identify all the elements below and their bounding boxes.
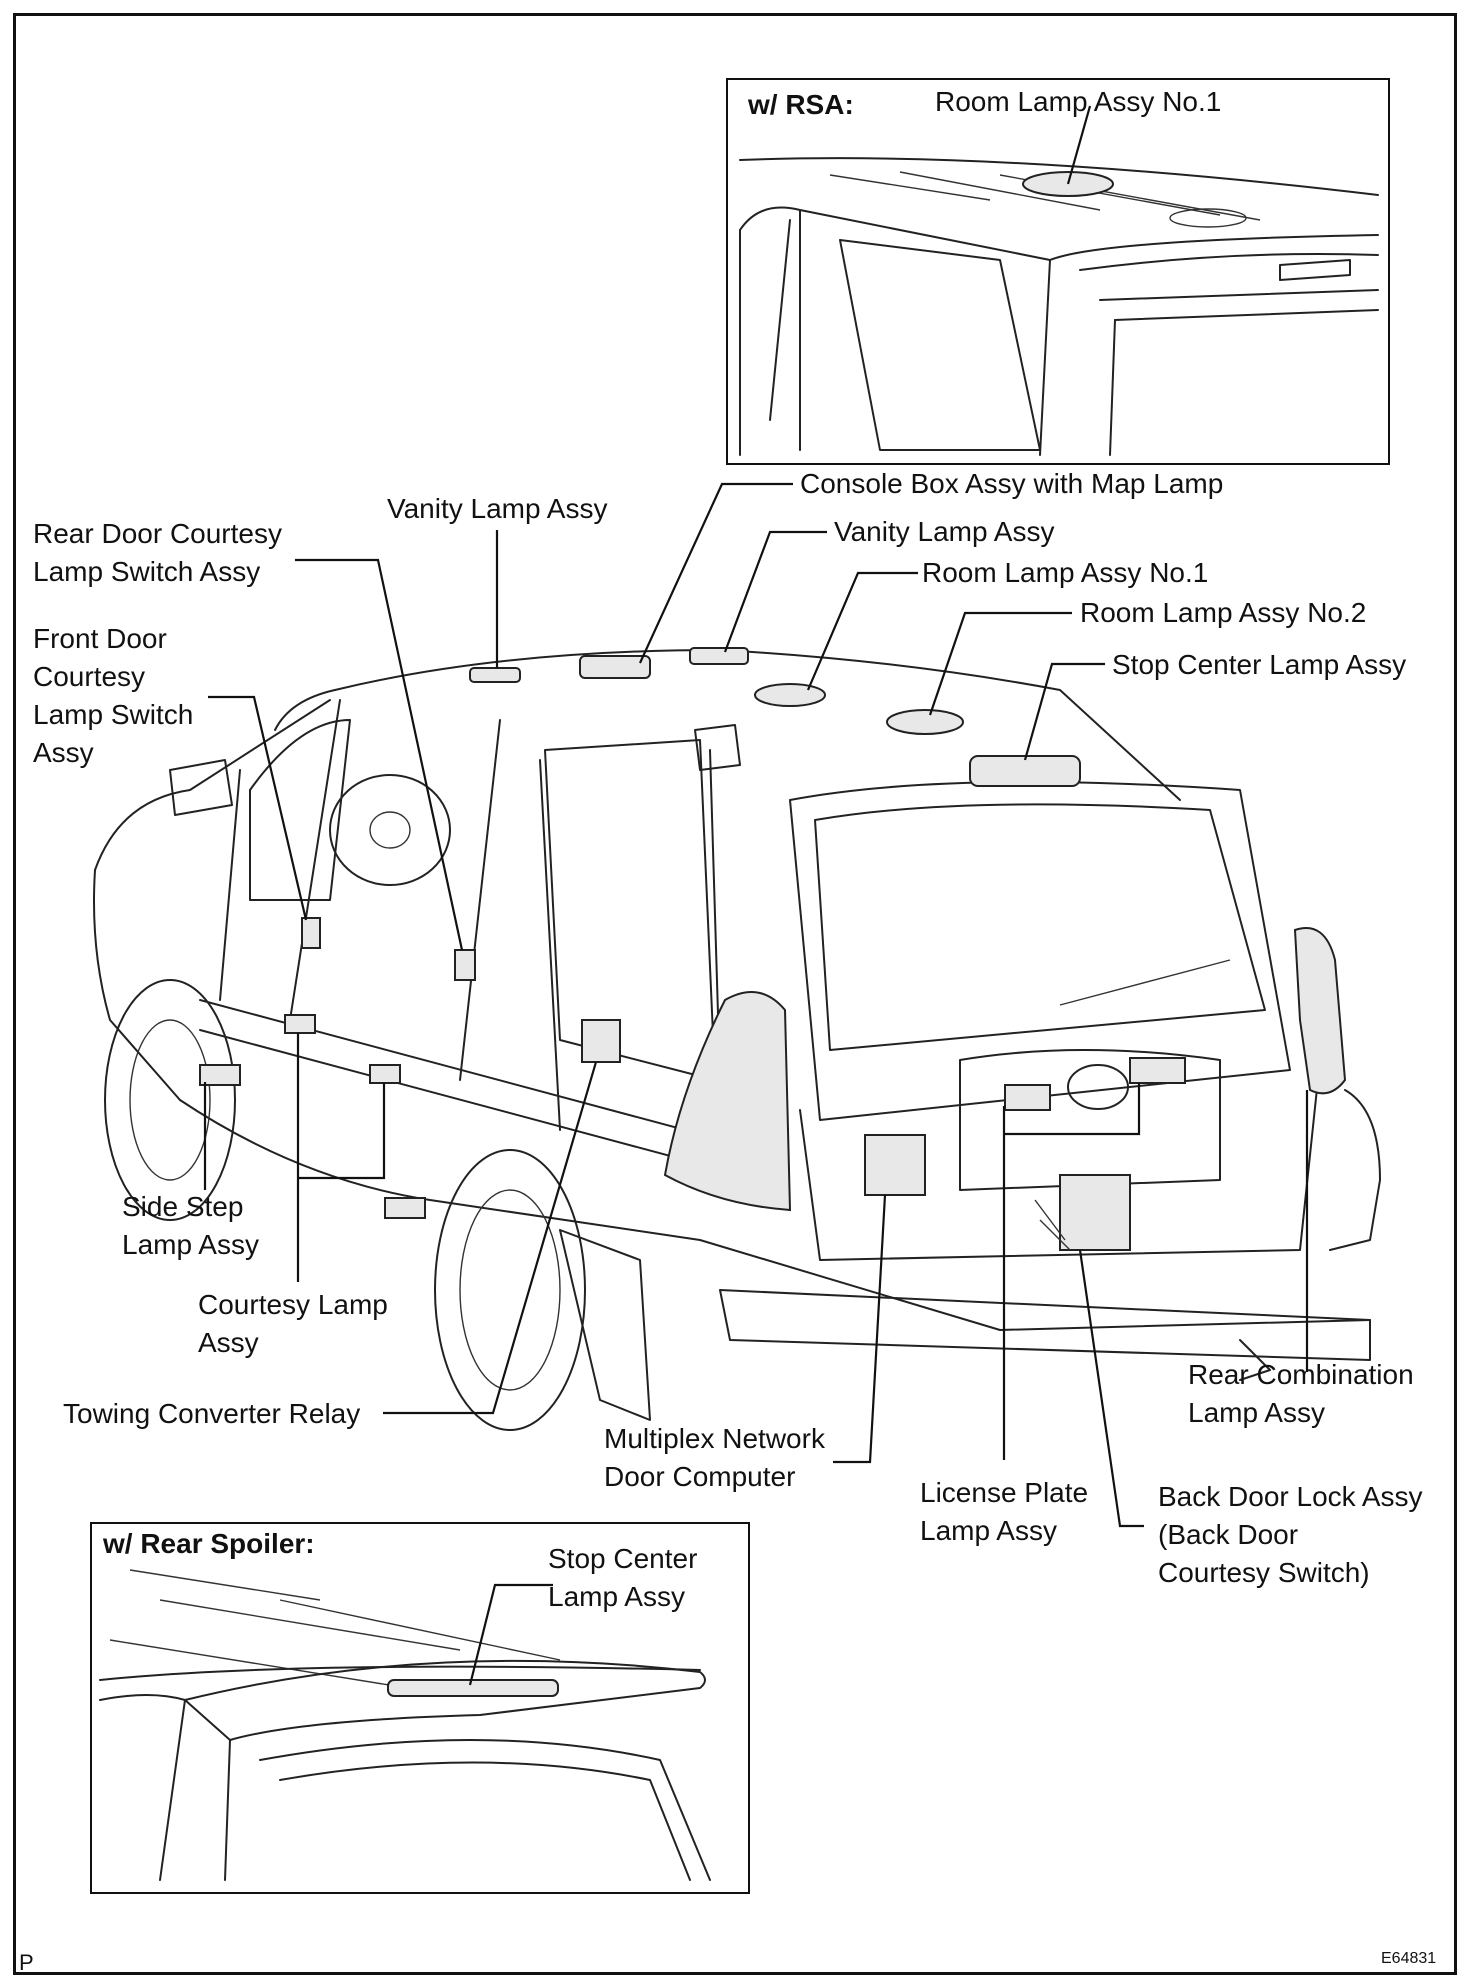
back-door-lock-label: Back Door Lock Assy (Back Door Courtesy … — [1158, 1481, 1423, 1588]
multiplex-computer-label: Multiplex Network Door Computer — [604, 1423, 825, 1492]
room-lamp-2-label: Room Lamp Assy No.2 — [1080, 597, 1367, 628]
rear-door-courtesy-switch-label: Rear Door Courtesy Lamp Switch Assy — [33, 518, 282, 587]
rsa-roof-drawing — [739, 157, 1379, 456]
rear-spoiler-inset — [90, 1522, 750, 1894]
vanity-lamp-right-label: Vanity Lamp Assy — [834, 516, 1055, 547]
rear-spoiler-inset-title: w/ Rear Spoiler: — [103, 1528, 315, 1559]
license-plate-lamp-label: License Plate Lamp Assy — [920, 1477, 1089, 1546]
rear-combination-lamp-label: Rear Combination Lamp Assy — [1188, 1359, 1414, 1428]
vanity-lamp-left-label: Vanity Lamp Assy — [387, 493, 608, 524]
rsa-inset-title: w/ RSA: — [748, 89, 854, 120]
rsa-room-lamp-label: Room Lamp Assy No.1 — [935, 86, 1222, 117]
console-box-label: Console Box Assy with Map Lamp — [800, 468, 1224, 499]
stop-center-lamp-label: Stop Center Lamp Assy — [1112, 649, 1407, 680]
front-door-courtesy-switch-label: Front Door Courtesy Lamp Switch Assy — [33, 623, 194, 768]
rear-spoiler-drawing — [99, 1569, 711, 1881]
leader-lines — [203, 105, 1309, 1528]
components — [199, 647, 1186, 1251]
corner-mark-left: P — [19, 1950, 34, 1975]
room-lamp-1-label: Room Lamp Assy No.1 — [922, 557, 1209, 588]
figure-code: E64831 — [1381, 1950, 1437, 1967]
rear-spoiler-stop-center-label: Stop Center Lamp Assy — [548, 1543, 698, 1612]
towing-converter-relay-label: Towing Converter Relay — [63, 1398, 361, 1429]
courtesy-lamp-label: Courtesy Lamp Assy — [198, 1289, 388, 1358]
diagram-frame — [13, 13, 1457, 1975]
side-step-lamp-label: Side Step Lamp Assy — [122, 1191, 259, 1260]
